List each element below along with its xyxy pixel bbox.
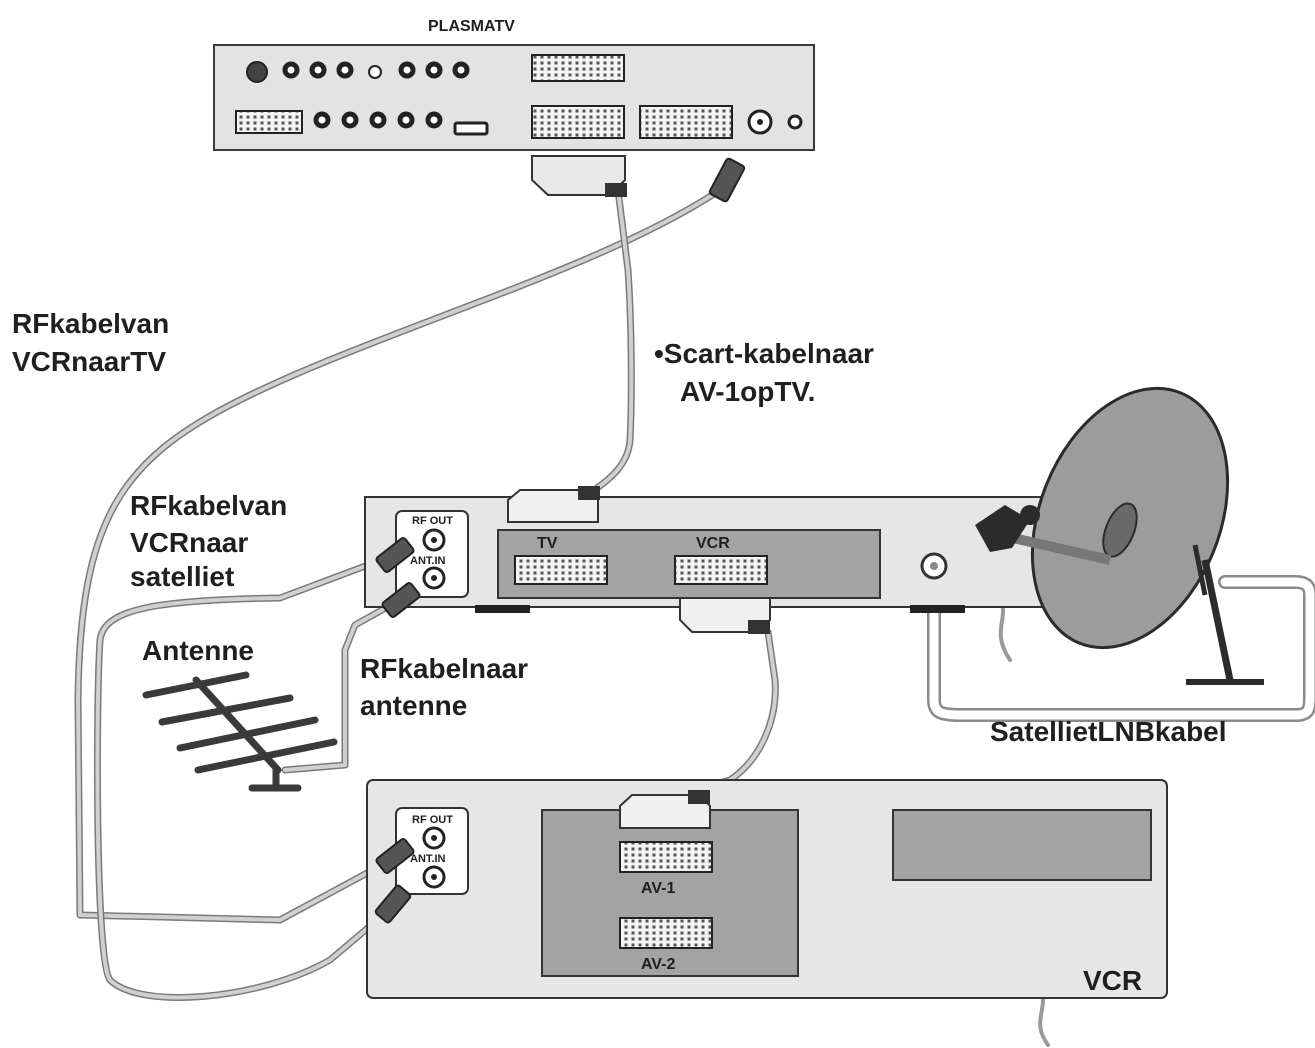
rf-cable-vcr-to-satellite bbox=[93, 552, 399, 1001]
vcr-scart-av1-socket bbox=[619, 841, 713, 873]
rf-cable-to-antenne bbox=[281, 596, 404, 774]
rca-sockets-bottom bbox=[313, 111, 443, 129]
scart-cable-satellite-to-vcr bbox=[686, 628, 779, 796]
label-rf-vcr-sat-line2: VCRnaar bbox=[130, 527, 248, 558]
label-rf-vcr-tv-line2: VCRnaarTV bbox=[12, 346, 166, 377]
label-rf-vcr-tv-line1: RFkabelvan bbox=[12, 308, 169, 339]
rf-plug-vcr-in bbox=[374, 884, 412, 924]
vcr-device: RF OUT ANT.IN AV-1 AV-2 VCR bbox=[366, 779, 1168, 999]
vcr-display-window bbox=[892, 809, 1152, 881]
satellite-scart-vcr-socket bbox=[674, 555, 768, 585]
label-lnb-cable: SatellietLNBkabel bbox=[990, 716, 1227, 747]
label-scart-line2: AV-1opTV. bbox=[680, 376, 815, 407]
vcr-rf-out-label: RF OUT bbox=[412, 814, 453, 826]
rca-sockets-top bbox=[282, 61, 470, 79]
diagram-labels: RFkabelvan VCRnaarTV •Scart-kabelnaar AV… bbox=[12, 308, 1227, 747]
rf-plug-satellite-out bbox=[375, 537, 415, 573]
rf-plug-vcr-out bbox=[375, 838, 415, 874]
label-scart-line1: •Scart-kabelnaar bbox=[654, 338, 874, 369]
label-antenne: Antenne bbox=[142, 635, 254, 666]
plasma-tv: PLASMATV bbox=[213, 18, 815, 203]
rf-plug-satellite-in bbox=[381, 582, 421, 618]
hdmi-socket bbox=[453, 121, 489, 136]
tv-scart-socket-av1 bbox=[531, 105, 625, 139]
satellite-receiver: RF OUT ANT.IN TV VCR bbox=[364, 486, 1046, 634]
tv-scart-socket-top bbox=[531, 54, 625, 82]
cables bbox=[74, 186, 1315, 1047]
vcr-scart-av2-socket bbox=[619, 917, 713, 949]
label-rf-antenne-line1: RFkabelnaar bbox=[360, 653, 528, 684]
satellite-scart-tv-label: TV bbox=[537, 535, 558, 552]
label-rf-antenne-line2: antenne bbox=[360, 690, 467, 721]
satellite-scart-tv-socket bbox=[514, 555, 608, 585]
vga-socket bbox=[235, 110, 303, 134]
tv-title: PLASMATV bbox=[428, 18, 515, 35]
vcr-ant-in-label: ANT.IN bbox=[410, 853, 446, 865]
antenna-icon bbox=[142, 671, 338, 792]
svideo-socket-icon bbox=[246, 61, 268, 83]
label-rf-vcr-sat-line3: satelliet bbox=[130, 561, 234, 592]
satellite-dish-icon bbox=[975, 386, 1264, 685]
tv-scart-socket-av2 bbox=[639, 105, 733, 139]
rf-plug-at-tv bbox=[708, 157, 746, 203]
label-rf-vcr-sat-line1: RFkabelvan bbox=[130, 490, 287, 521]
vcr-name-label: VCR bbox=[1083, 965, 1142, 996]
vcr-av2-label: AV-2 bbox=[641, 956, 675, 973]
satellite-scart-vcr-label: VCR bbox=[696, 535, 730, 552]
satellite-ant-in-label: ANT.IN bbox=[410, 555, 446, 567]
vcr-av1-label: AV-1 bbox=[641, 880, 675, 897]
satellite-rf-out-label: RF OUT bbox=[412, 515, 453, 527]
